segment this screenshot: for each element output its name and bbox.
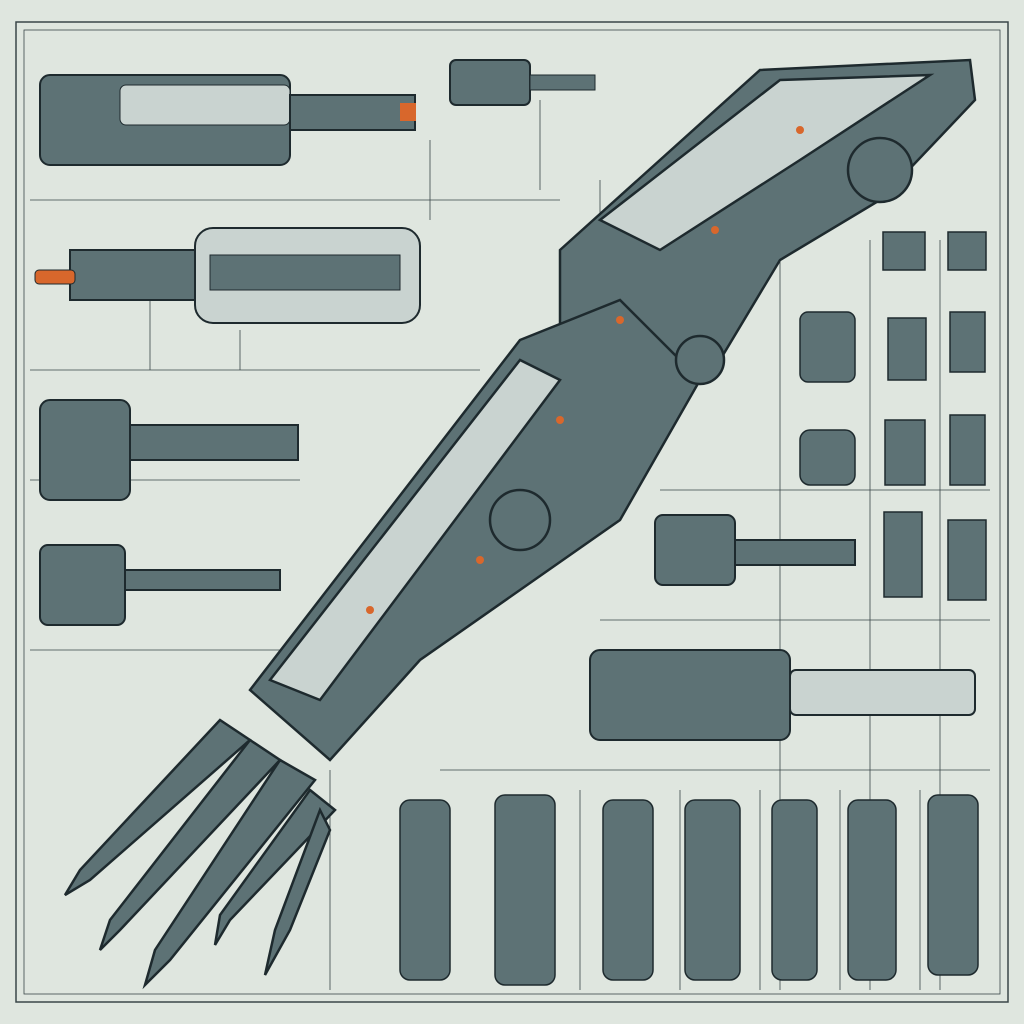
accent-details bbox=[366, 126, 804, 614]
component-top-2 bbox=[449, 59, 596, 106]
component-mid-2 bbox=[39, 544, 281, 626]
upper-arm-plate bbox=[597, 73, 935, 252]
small-part-grid bbox=[799, 231, 987, 601]
component-right-1 bbox=[654, 514, 856, 586]
finger-part-row bbox=[399, 794, 979, 986]
wrist-joint bbox=[488, 488, 552, 552]
elbow-joint bbox=[846, 136, 914, 204]
joint-detail bbox=[674, 334, 726, 386]
component-side-views bbox=[34, 59, 976, 741]
component-mid-1 bbox=[39, 399, 299, 501]
robotic-arm bbox=[63, 58, 977, 990]
component-right-2 bbox=[589, 649, 976, 741]
frame-border bbox=[15, 21, 1009, 1003]
fingers bbox=[63, 718, 337, 990]
component-top-1 bbox=[39, 74, 416, 166]
forearm-plate bbox=[267, 358, 562, 702]
component-cannon bbox=[34, 227, 421, 324]
